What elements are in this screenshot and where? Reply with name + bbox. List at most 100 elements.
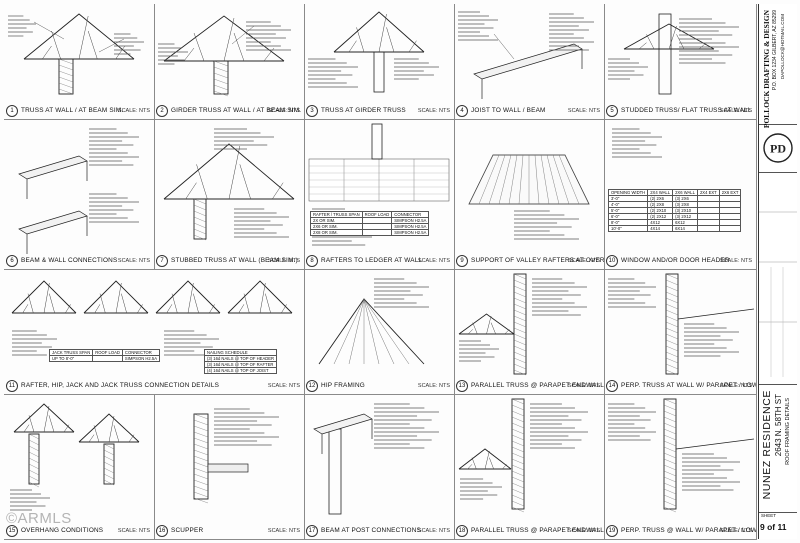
detail-drawing-8: [308, 123, 450, 246]
detail-title: BEAM & WALL CONNECTIONS: [21, 257, 118, 264]
detail-number: 9: [456, 255, 468, 267]
company-address: P.O. BOX 1234 GILBERT, AZ 85299: [772, 10, 778, 91]
detail-title: PARALLEL TRUSS @ PARAPET ENDWALL: [471, 382, 605, 389]
project-name: NUNEZ RESIDENCE: [761, 390, 773, 500]
detail-title: OVERHANG CONDITIONS: [21, 527, 104, 534]
detail-scale: SCALE: NTS: [267, 258, 300, 264]
detail-title: RAFTER, HIP, JACK AND JACK TRUSS CONNECT…: [21, 382, 220, 389]
table-cell: 2X4 EXT: [696, 189, 720, 196]
detail-scale: SCALE: NTS: [719, 383, 752, 389]
detail-title: WINDOW AND/OR DOOR HEADER: [621, 257, 730, 264]
detail-drawing-17: [313, 403, 439, 515]
detail-title: BEAM AT POST CONNECTIONS: [321, 527, 421, 534]
detail-drawing-1: [8, 13, 144, 95]
detail-number: 18: [456, 525, 468, 537]
table-cell: (4) 16d NAILS @ TOP OF JOIST: [203, 367, 278, 374]
table-row: (4) 16d NAILS @ TOP OF JOIST: [203, 367, 278, 374]
detail-scale: SCALE: NTS: [267, 108, 300, 114]
table-cell: 2X8 OR SIM.: [310, 229, 363, 236]
table-cell: 4X14: [647, 225, 674, 232]
detail-number: 13: [456, 380, 468, 392]
detail-number: 5: [606, 105, 618, 117]
detail-scale: SCALE: NTS: [117, 528, 150, 534]
detail-number: 16: [156, 525, 168, 537]
table-cell: 2X6 EXT: [718, 189, 742, 196]
detail-title: HIP FRAMING: [321, 382, 365, 389]
detail-scale: SCALE: NTS: [267, 528, 300, 534]
detail-drawing-3: [308, 11, 439, 93]
detail-scale: SCALE: NTS: [567, 258, 600, 264]
detail-drawing-4: [458, 11, 594, 99]
detail-number: 7: [156, 255, 168, 267]
detail-drawing-6: [18, 128, 139, 254]
detail-title: SUPPORT OF VALLEY RAFTERS AT OVERFRAMED …: [471, 257, 605, 264]
detail-title: STUDDED TRUSS/ FLAT TRUSS AT WALL: [621, 107, 752, 114]
detail-drawing-19: [608, 398, 755, 513]
table-cell: SIMPSON H2.5A: [391, 223, 430, 230]
sheet-title: ROOF FRAMING DETAILS: [785, 398, 791, 465]
table-cell: (3) 16d NAILS @ TOP OF HEADER: [203, 355, 278, 362]
detail-drawing-14: [608, 273, 755, 376]
table-row: (3) 16d NAILS @ TOP OF RAFTER: [203, 361, 278, 368]
detail-title: RAFTERS TO LEDGER AT WALL: [321, 257, 423, 264]
detail-number: 8: [306, 255, 318, 267]
detail-scale: SCALE: NTS: [117, 258, 150, 264]
detail-scale: SCALE: NTS: [417, 383, 450, 389]
detail-number: 15: [6, 525, 18, 537]
detail-number: 12: [306, 380, 318, 392]
detail-drawing-7: [163, 128, 295, 241]
detail-scale: SCALE: NTS: [567, 108, 600, 114]
logo-letters: PD: [770, 142, 786, 156]
table-cell: 6X14: [672, 225, 698, 232]
detail-drawing-18: [458, 398, 588, 513]
company-contact: DAPOLLOCK@HOTMAIL.COM: [780, 14, 785, 80]
detail-number: 3: [306, 105, 318, 117]
detail-title: GIRDER TRUSS AT WALL / AT BEAM SIM.: [171, 107, 302, 114]
detail-drawing-15: [10, 403, 140, 511]
detail-title: TRUSS AT WALL / AT BEAM SIM.: [21, 107, 124, 114]
detail-drawing-2: [158, 15, 291, 97]
detail-drawing-12: [318, 278, 429, 365]
detail-scale: SCALE: NTS: [417, 258, 450, 264]
sheet-number-block: SHEET 9 of 11: [759, 512, 797, 539]
table-cell: UP TO 8'-0": [48, 355, 94, 362]
detail-title: TRUSS AT GIRDER TRUSS: [321, 107, 406, 114]
table-cell: [718, 225, 742, 232]
detail-number: 4: [456, 105, 468, 117]
detail-scale: SCALE: NTS: [567, 383, 600, 389]
table-cell: (3) 16d NAILS @ TOP OF RAFTER: [203, 361, 278, 368]
table-cell: SIMPSON H2.5A: [121, 355, 161, 362]
table-row: (3) 16d NAILS @ TOP OF HEADER: [203, 355, 278, 362]
detail-scale: SCALE: NTS: [567, 528, 600, 534]
table-cell: RAFTER / TRUSS SPAN: [310, 211, 363, 218]
detail-number: 2: [156, 105, 168, 117]
